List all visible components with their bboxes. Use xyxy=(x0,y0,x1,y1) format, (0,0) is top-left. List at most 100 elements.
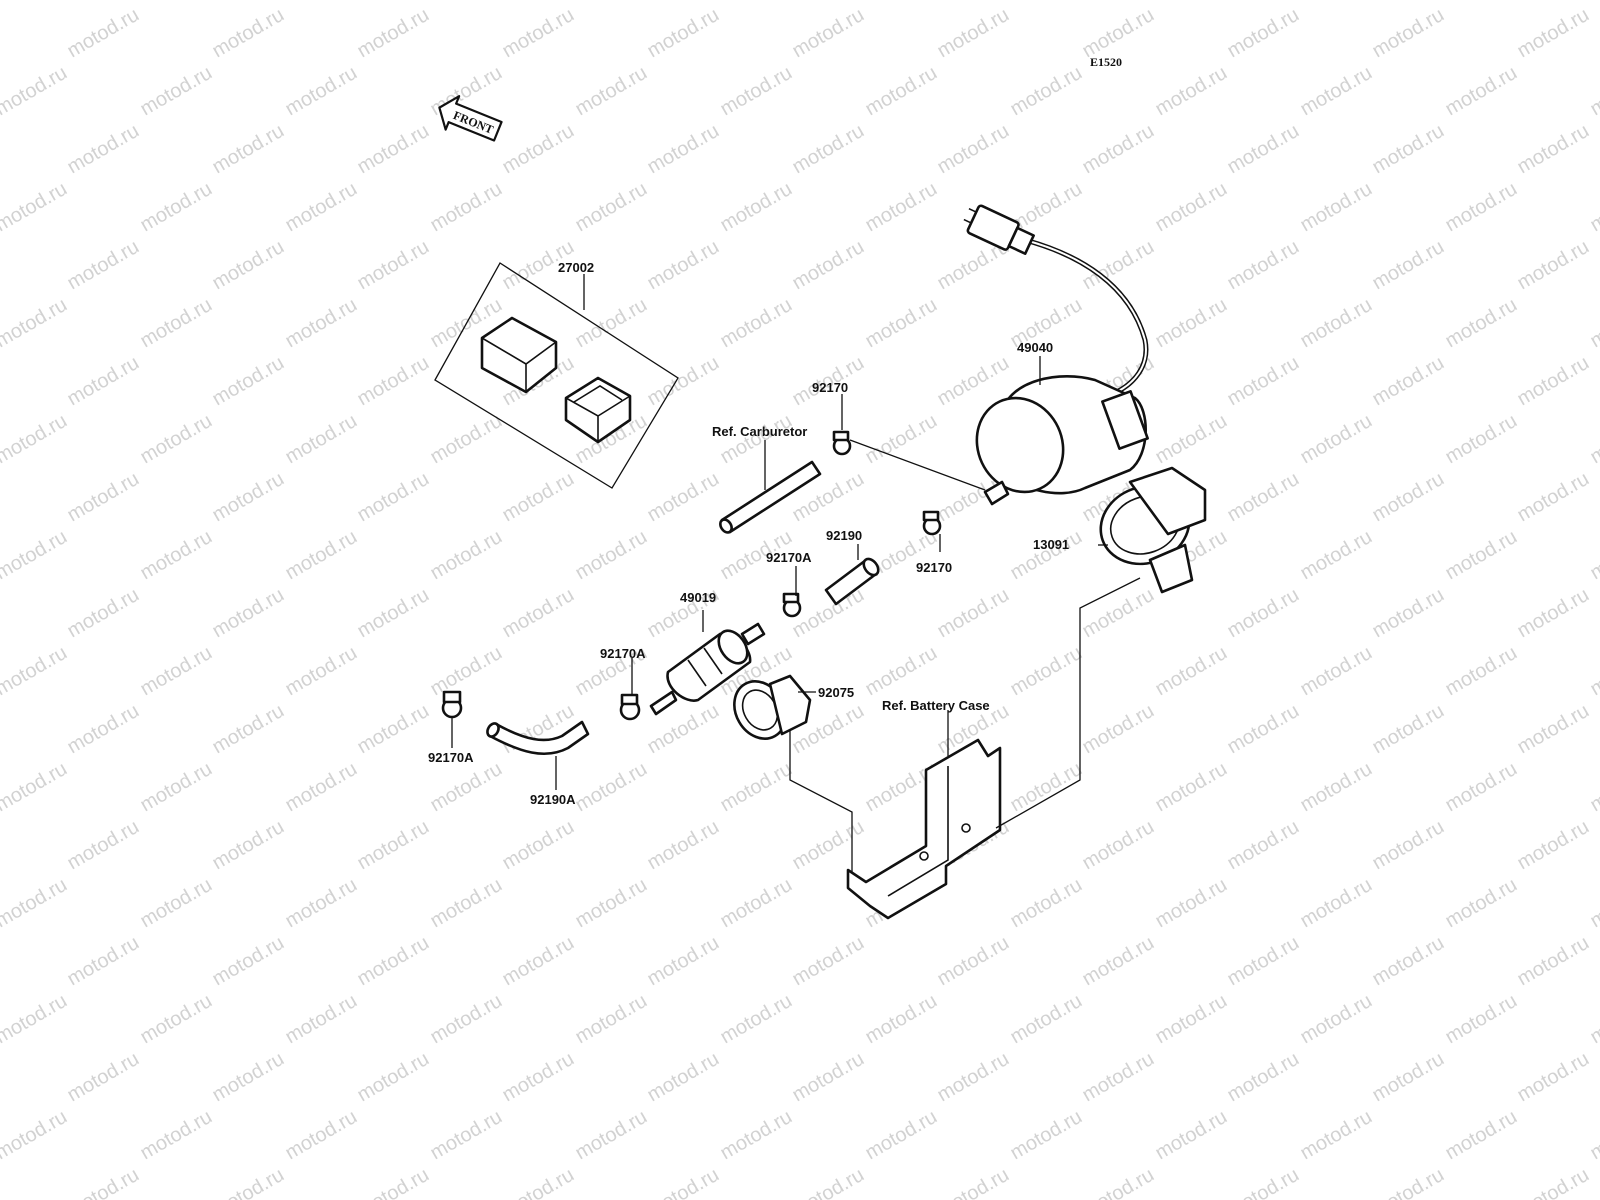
watermark-text: motod.ru xyxy=(1224,816,1303,875)
watermark-text: motod.ru xyxy=(1224,4,1303,63)
watermark-text: motod.ru xyxy=(0,990,71,1049)
watermark-text: motod.ru xyxy=(862,178,941,237)
watermark-text: motod.ru xyxy=(282,178,361,237)
part-92190a-hose xyxy=(486,720,590,756)
watermark-text: motod.ru xyxy=(934,584,1013,643)
watermark-text: motod.ru xyxy=(64,236,143,295)
front-arrow-icon: FRONT xyxy=(438,95,503,142)
watermark-text: motod.ru xyxy=(1369,352,1448,411)
watermark-text: motod.ru xyxy=(64,120,143,179)
watermark-text: motod.ru xyxy=(499,120,578,179)
watermark-text: motod.ru xyxy=(137,990,216,1049)
watermark-text: motod.ru xyxy=(1007,0,1086,4)
watermark-text: motod.ru xyxy=(1587,642,1600,701)
watermark-text: motod.ru xyxy=(1152,294,1231,353)
part-92075-band xyxy=(733,674,812,740)
watermark-text: motod.ru xyxy=(1442,178,1521,237)
watermark-text: motod.ru xyxy=(862,1106,941,1165)
watermark-text: motod.ru xyxy=(1007,526,1086,585)
watermark-text: motod.ru xyxy=(209,352,288,411)
watermark-text: motod.ru xyxy=(1079,816,1158,875)
watermark-text: motod.ru xyxy=(1514,700,1593,759)
watermark-text: motod.ru xyxy=(427,642,506,701)
watermark-text: motod.ru xyxy=(1369,120,1448,179)
watermark-text: motod.ru xyxy=(64,700,143,759)
watermark-text: motod.ru xyxy=(427,410,506,469)
watermark-text: motod.ru xyxy=(427,178,506,237)
watermark-text: motod.ru xyxy=(1442,62,1521,121)
watermark-text: motod.ru xyxy=(1224,1164,1303,1200)
watermark-text: motod.ru xyxy=(717,410,796,469)
watermark-text: motod.ru xyxy=(0,294,71,353)
diagram-code: E1520 xyxy=(1090,55,1122,69)
watermark-text: motod.ru xyxy=(644,932,723,991)
watermark-text: motod.ru xyxy=(644,120,723,179)
part-13091-bracket xyxy=(1099,466,1207,594)
watermark-text: motod.ru xyxy=(1369,4,1448,63)
watermark-text: motod.ru xyxy=(64,932,143,991)
watermark-text: motod.ru xyxy=(1224,1048,1303,1107)
watermark-text: motod.ru xyxy=(0,526,71,585)
watermark-text: motod.ru xyxy=(1369,816,1448,875)
watermark-text: motod.ru xyxy=(934,120,1013,179)
part-92170-clamp-top xyxy=(832,430,852,456)
watermark-text: motod.ru xyxy=(354,120,433,179)
part-92170a-clamp-left xyxy=(619,693,641,721)
watermark-text: motod.ru xyxy=(0,642,71,701)
watermark-text: motod.ru xyxy=(427,1106,506,1165)
watermark-text: motod.ru xyxy=(1514,932,1593,991)
watermark-text: motod.ru xyxy=(137,874,216,933)
watermark-text: motod.ru xyxy=(427,526,506,585)
watermark-text: motod.ru xyxy=(1369,584,1448,643)
watermark-text: motod.ru xyxy=(644,4,723,63)
watermark-text: motod.ru xyxy=(1514,816,1593,875)
part-92170a-clamp-mid xyxy=(782,592,802,618)
watermark-text: motod.ru xyxy=(1369,1164,1448,1200)
watermark-text: motod.ru xyxy=(644,816,723,875)
watermark-text: motod.ru xyxy=(354,1164,433,1200)
label-92170-right: 92170 xyxy=(916,560,952,575)
ref-battery-case xyxy=(846,738,1002,920)
watermark-text: motod.ru xyxy=(1587,526,1600,585)
label-ref-carburetor: Ref. Carburetor xyxy=(712,424,807,439)
watermark-text: motod.ru xyxy=(717,178,796,237)
watermark-text: motod.ru xyxy=(282,62,361,121)
watermark-text: motod.ru xyxy=(1514,120,1593,179)
watermark-text: motod.ru xyxy=(499,584,578,643)
watermark-text: motod.ru xyxy=(282,410,361,469)
watermark-text: motod.ru xyxy=(282,990,361,1049)
watermark-text: motod.ru xyxy=(137,642,216,701)
watermark-text: motod.ru xyxy=(572,526,651,585)
watermark-text: motod.ru xyxy=(862,62,941,121)
watermark-text: motod.ru xyxy=(1514,468,1593,527)
watermark-text: motod.ru xyxy=(1587,62,1600,121)
watermark-text: motod.ru xyxy=(64,1048,143,1107)
watermark-text: motod.ru xyxy=(354,816,433,875)
watermark-text: motod.ru xyxy=(1442,874,1521,933)
label-27002: 27002 xyxy=(558,260,594,275)
watermark-text: motod.ru xyxy=(209,584,288,643)
watermark-text: motod.ru xyxy=(1297,874,1376,933)
watermark-text: motod.ru xyxy=(644,352,723,411)
watermark-text: motod.ru xyxy=(1297,178,1376,237)
watermark-text: motod.ru xyxy=(572,874,651,933)
watermark-text: motod.ru xyxy=(1442,642,1521,701)
watermark-text: motod.ru xyxy=(209,1164,288,1200)
watermark-text: motod.ru xyxy=(137,758,216,817)
watermark-text: motod.ru xyxy=(1297,758,1376,817)
watermark-text: motod.ru xyxy=(282,526,361,585)
watermark-text: motod.ru xyxy=(1224,236,1303,295)
part-49040-fuel-pump xyxy=(963,204,1149,506)
watermark-text: motod.ru xyxy=(1079,236,1158,295)
watermark-text: motod.ru xyxy=(717,874,796,933)
watermark-text: motod.ru xyxy=(282,1106,361,1165)
watermark-text: motod.ru xyxy=(354,584,433,643)
watermark-text: motod.ru xyxy=(717,1106,796,1165)
watermark-text: motod.ru xyxy=(1152,62,1231,121)
watermark-text: motod.ru xyxy=(1297,990,1376,1049)
watermark-text: motod.ru xyxy=(0,62,71,121)
watermark-text: motod.ru xyxy=(1007,1106,1086,1165)
watermark-text: motod.ru xyxy=(64,352,143,411)
watermark-text: motod.ru xyxy=(0,410,71,469)
part-49019-fuel-filter xyxy=(649,622,766,716)
